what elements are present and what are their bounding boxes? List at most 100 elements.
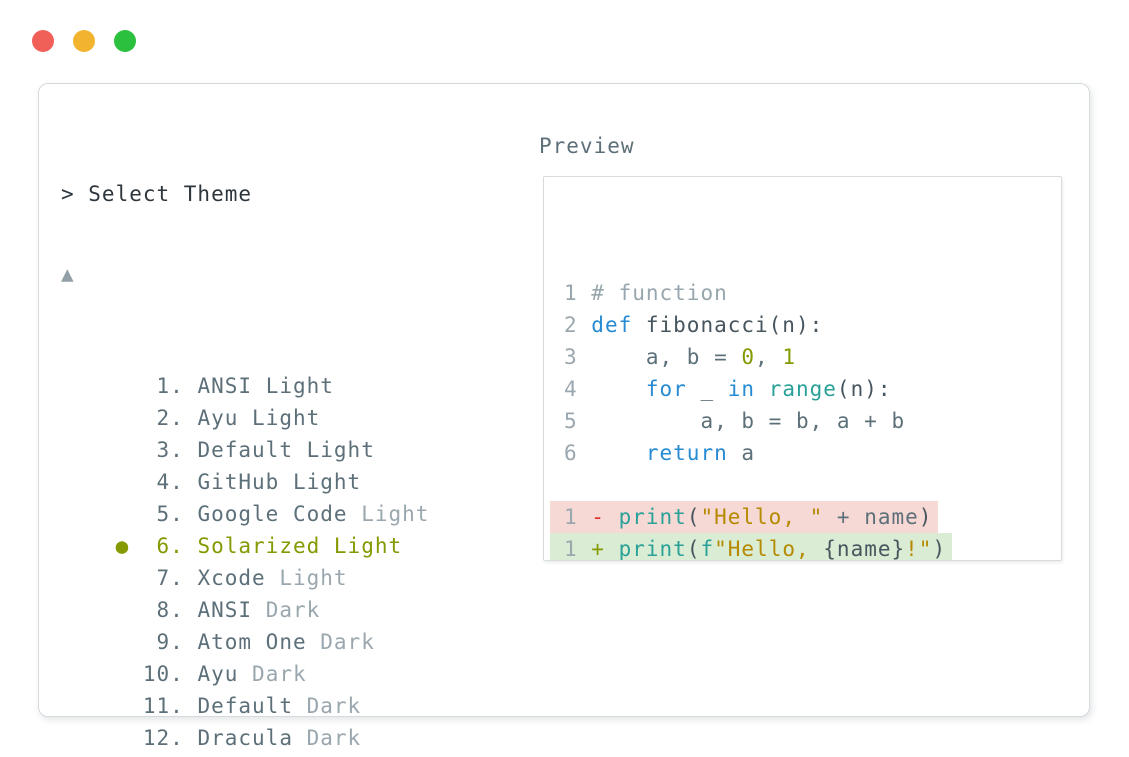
code-token: ): [918, 505, 933, 529]
diff-line-added: 1 + print(f"Hello, {name}!"): [544, 533, 1061, 561]
theme-number: 10.: [142, 662, 184, 686]
line-number: 5: [564, 409, 592, 433]
code-token: def: [591, 313, 633, 337]
code-line: 3 a, b = 0, 1: [544, 341, 1061, 373]
theme-variant: Dark: [265, 598, 321, 622]
theme-number: 12.: [142, 726, 184, 750]
theme-option[interactable]: 11. Default Dark: [61, 658, 866, 718]
line-number: 6: [564, 441, 592, 465]
theme-number: 5.: [142, 502, 184, 526]
theme-name: Solarized: [197, 534, 334, 558]
theme-number: 2.: [142, 406, 184, 430]
selected-bullet-icon: [116, 374, 143, 398]
code-token: (: [686, 505, 701, 529]
theme-name: Google Code: [197, 502, 362, 526]
code-token: in: [727, 377, 756, 401]
selected-bullet-icon: [116, 598, 143, 622]
code-token: return: [645, 441, 728, 465]
theme-number: 8.: [142, 598, 184, 622]
theme-name: Atom One: [197, 630, 321, 654]
selected-bullet-icon: [116, 726, 143, 750]
scroll-up-icon[interactable]: ▲: [61, 262, 75, 286]
code-line: 5 a, b = b, a + b: [544, 405, 1061, 437]
code-token: {name}: [823, 537, 906, 561]
theme-name: ANSI: [197, 598, 266, 622]
selected-bullet-icon: [116, 470, 143, 494]
theme-name: Xcode: [197, 566, 280, 590]
theme-option[interactable]: ● 6. Solarized Light: [61, 498, 866, 558]
theme-option[interactable]: 1. ANSI Light: [61, 338, 866, 398]
diff-highlight: 1 + print(f"Hello, {name}!"): [550, 533, 953, 561]
theme-option[interactable]: 8. ANSI Dark: [61, 562, 866, 622]
code-token: 0: [741, 345, 756, 369]
theme-variant: Light: [361, 502, 430, 526]
theme-picker-left-column: > Select Theme ▲ 1. ANSI Light 2. Ayu Li…: [61, 130, 866, 757]
code-token: !": [905, 537, 933, 561]
code-line: 4 for _ in range(n):: [544, 373, 1061, 405]
line-number: 3: [564, 345, 592, 369]
theme-name: Ayu: [197, 406, 253, 430]
code-token: a: [727, 441, 756, 465]
diff-highlight: 1 - print("Hello, " + name): [550, 501, 939, 533]
line-number: 1: [564, 505, 592, 529]
code-token: print: [618, 537, 687, 561]
line-number: 2: [564, 313, 592, 337]
theme-name: Ayu: [197, 662, 253, 686]
theme-option[interactable]: 9. Atom One Dark: [61, 594, 866, 654]
selected-bullet-icon: [116, 502, 143, 526]
code-token: "Hello, ": [700, 505, 824, 529]
theme-variant: Dark: [252, 662, 307, 686]
code-token: # function: [591, 281, 728, 305]
theme-variant: Light: [292, 470, 362, 494]
theme-number: 7.: [142, 566, 184, 590]
theme-option[interactable]: 4. GitHub Light: [61, 434, 866, 494]
blank-line: [544, 469, 1061, 501]
code-token: fibonacci(n):: [632, 313, 824, 337]
theme-option[interactable]: 5. Google Code Light: [61, 466, 866, 526]
code-token: _: [686, 377, 728, 401]
selected-bullet-icon: [116, 438, 143, 462]
diff-line-removed: 1 - print("Hello, " + name): [544, 501, 1061, 533]
selected-bullet-icon: [116, 566, 143, 590]
prompt-title: > Select Theme: [61, 182, 253, 206]
theme-list: 1. ANSI Light 2. Ayu Light 3. Default Li…: [61, 338, 866, 750]
selected-bullet-icon: [116, 406, 143, 430]
theme-option[interactable]: 12. Dracula Dark: [61, 690, 866, 750]
code-token: "Hello,: [714, 537, 824, 561]
code-token: ): [932, 537, 947, 561]
theme-option[interactable]: 3. Default Light: [61, 402, 866, 462]
code-token: + name: [823, 505, 919, 529]
theme-variant: Light: [279, 566, 348, 590]
line-number: 4: [564, 377, 592, 401]
theme-variant: Light: [333, 534, 403, 558]
theme-option[interactable]: 10. Ayu Dark: [61, 626, 866, 686]
selected-bullet-icon: ●: [115, 534, 143, 558]
zoom-button[interactable]: [114, 30, 136, 52]
code-token: f: [700, 537, 715, 561]
code-line: 2 def fibonacci(n):: [544, 309, 1061, 341]
theme-option[interactable]: 2. Ayu Light: [61, 370, 866, 430]
code-token: +: [591, 537, 619, 561]
theme-variant: Dark: [320, 630, 375, 654]
code-token: [591, 377, 646, 401]
theme-name: Default: [197, 438, 307, 462]
theme-name: ANSI: [197, 374, 266, 398]
theme-name: Default: [197, 694, 307, 718]
minimize-button[interactable]: [73, 30, 95, 52]
preview-label: Preview: [539, 134, 635, 158]
theme-name: GitHub: [197, 470, 293, 494]
code-token: print: [618, 505, 687, 529]
theme-variant: Dark: [306, 694, 362, 718]
line-number: 1: [564, 281, 592, 305]
code-line: 1 # function: [544, 277, 1061, 309]
theme-variant: Light: [265, 374, 334, 398]
close-button[interactable]: [32, 30, 54, 52]
theme-number: 3.: [142, 438, 184, 462]
theme-number: 6.: [142, 534, 184, 558]
code-token: [755, 377, 769, 401]
code-token: -: [591, 505, 619, 529]
line-number: 1: [564, 537, 592, 561]
code-line: 6 return a: [544, 437, 1061, 469]
theme-option[interactable]: 7. Xcode Light: [61, 530, 866, 590]
